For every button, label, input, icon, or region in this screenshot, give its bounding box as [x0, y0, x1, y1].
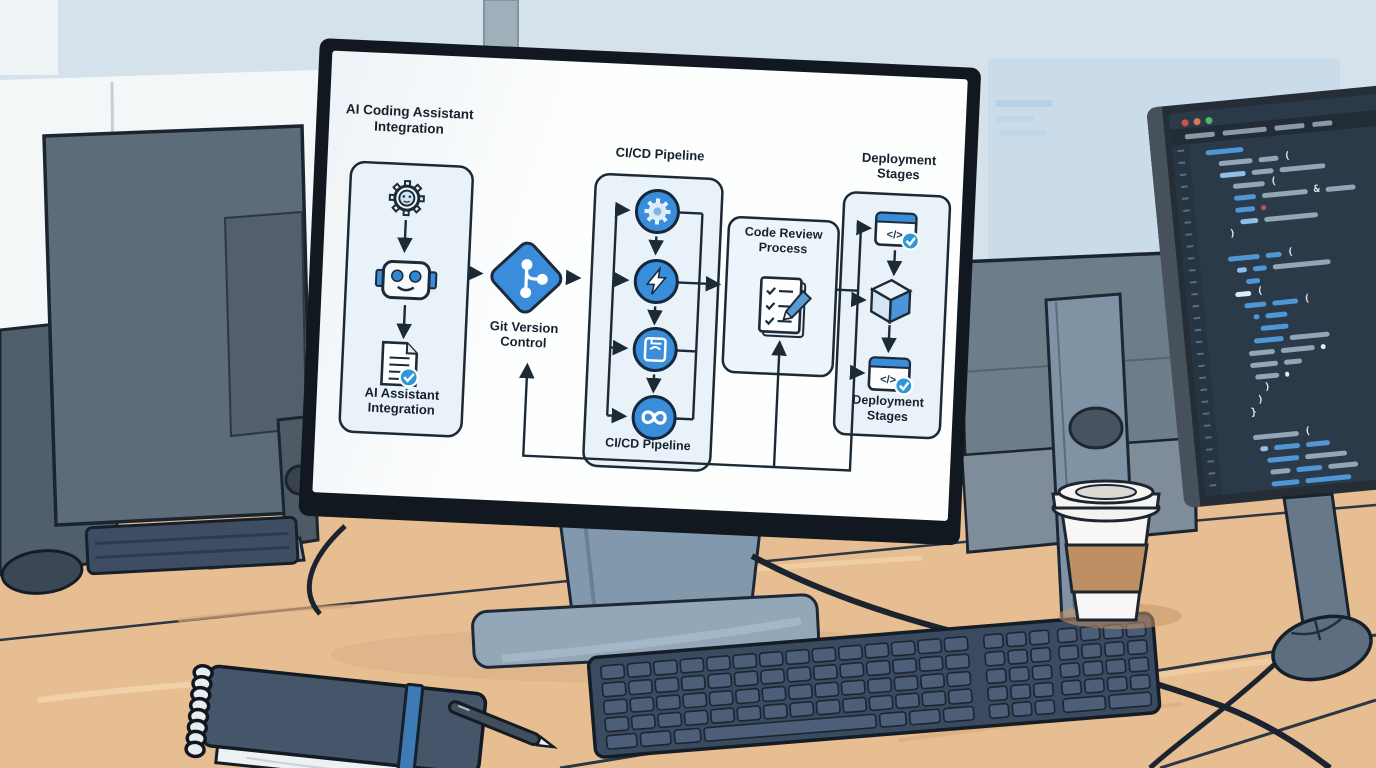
- gear-bot-icon: [388, 179, 425, 217]
- feedback-loop-arrow: [518, 362, 853, 472]
- git-branch-icon: [490, 241, 563, 314]
- review-feedback-arrow: [771, 340, 787, 468]
- package-icon: [632, 327, 678, 373]
- main-monitor: </> </> AI Coding Assistant Integration …: [298, 38, 982, 546]
- wall-card: [0, 0, 58, 75]
- browser-code-check-icon: </>: [867, 356, 914, 396]
- cup-sleeve: [1064, 543, 1149, 594]
- code-glyph: </>: [886, 229, 902, 242]
- lightning-icon: [633, 259, 679, 305]
- main-screen: </> </> AI Coding Assistant Integration …: [312, 50, 968, 521]
- mouse: [1271, 614, 1373, 682]
- notebook-band: [395, 682, 425, 768]
- code-glyph: </>: [880, 374, 896, 387]
- checklist-pen-icon: [757, 276, 813, 339]
- gear-icon: [634, 188, 680, 234]
- main-monitor-stand: [306, 510, 821, 669]
- flow-arrows: [396, 201, 903, 472]
- flow-diagram: </> </>: [338, 160, 952, 472]
- notebook-spiral: [184, 664, 214, 759]
- pen-tip: [535, 734, 559, 749]
- notebook: [184, 664, 488, 768]
- background-keyboard: [84, 515, 300, 576]
- browser-code-check-icon: </>: [874, 211, 920, 251]
- infinity-icon: [631, 395, 677, 441]
- document-check-icon: [380, 340, 419, 388]
- cable: [306, 524, 347, 616]
- robot-icon: [374, 260, 438, 301]
- keyboard-keys: [600, 621, 1153, 750]
- background-mouse: [0, 549, 84, 595]
- pen: [448, 700, 559, 749]
- cube-icon: [869, 278, 913, 325]
- keyboard: [586, 611, 1162, 759]
- coffee-cup: [1051, 479, 1182, 629]
